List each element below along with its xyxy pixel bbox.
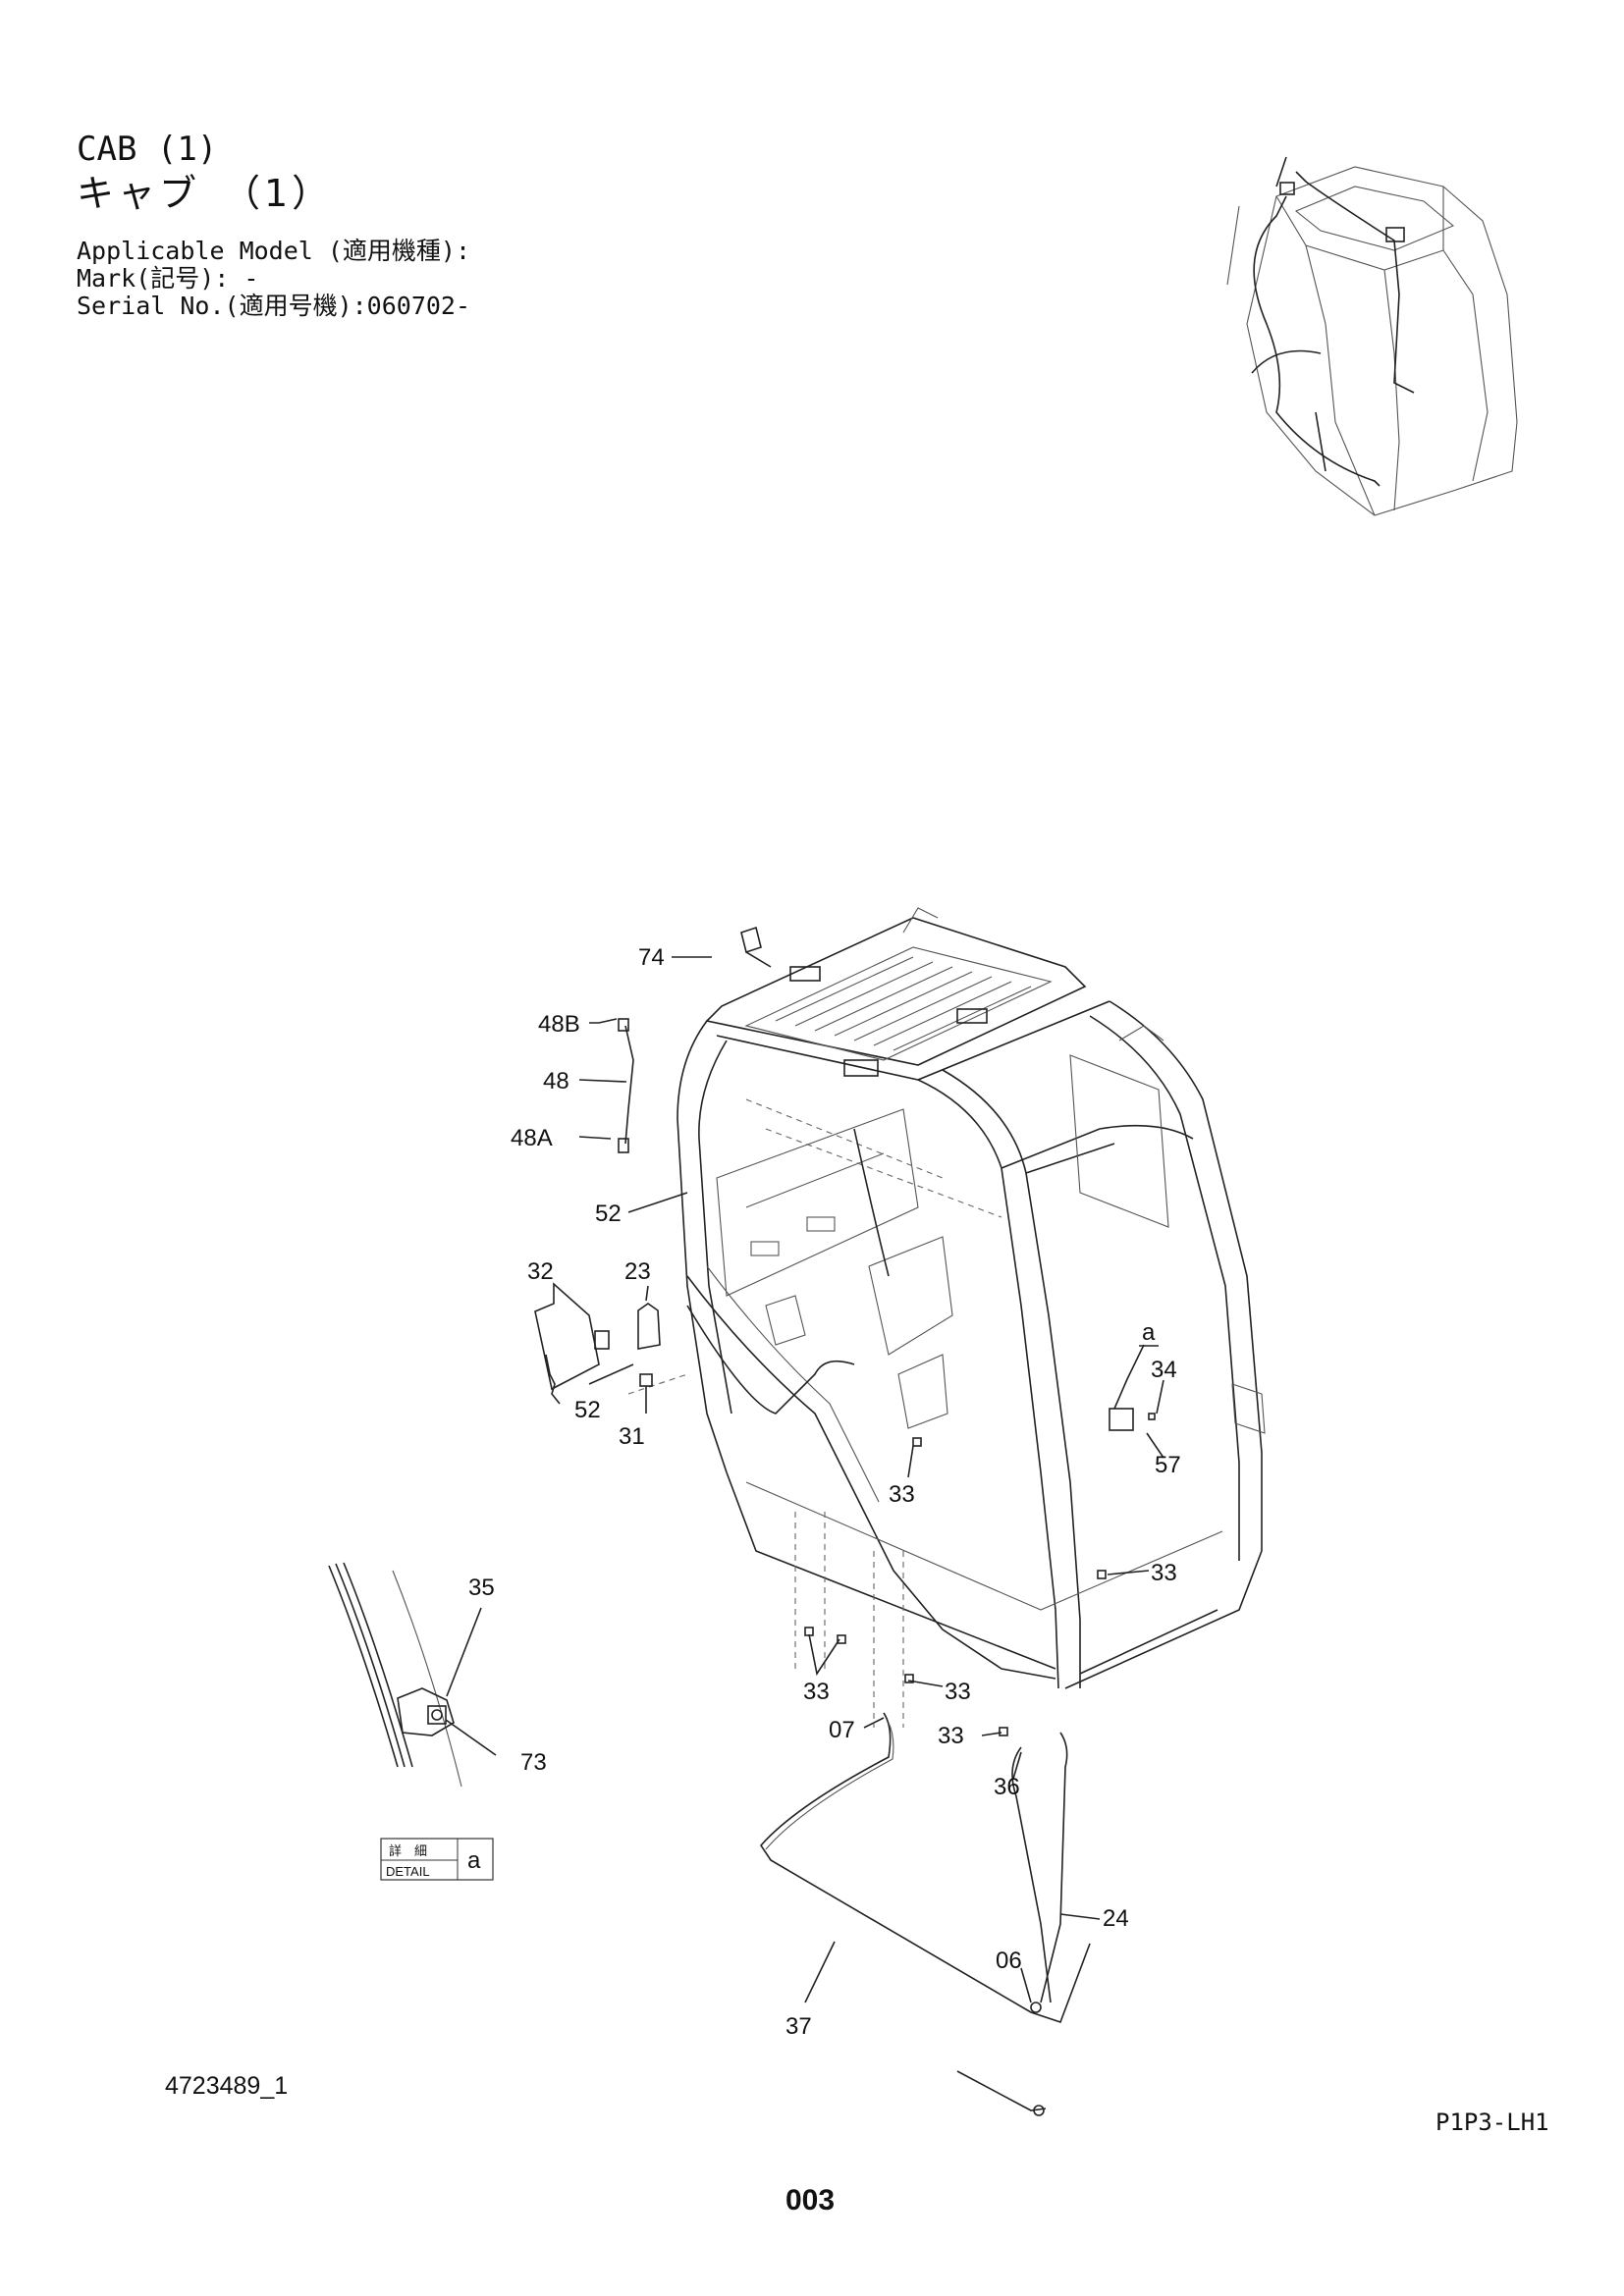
applicable-model: Applicable Model (適用機種):	[77, 237, 471, 265]
callout-33-right: 33	[1151, 1560, 1177, 1586]
callout-57: 57	[1155, 1452, 1181, 1478]
page-title-japanese: キャブ （1）	[77, 172, 334, 215]
callout-06: 06	[996, 1948, 1022, 1974]
harness-icon	[759, 1712, 1091, 2116]
callout-34: 34	[1151, 1357, 1177, 1383]
callout-48: 48	[543, 1068, 569, 1095]
callout-37: 37	[785, 2013, 812, 2040]
callout-33-bottom: 33	[938, 1723, 964, 1749]
callout-33: 33	[889, 1481, 915, 1508]
callout-07: 07	[829, 1717, 855, 1743]
callout-52: 52	[595, 1201, 622, 1227]
page-number: 003	[785, 2184, 836, 2216]
detail-a-label: 詳 細 DETAIL a	[380, 1838, 494, 1881]
callout-detail-a: a	[1142, 1319, 1156, 1346]
callout-74: 74	[638, 944, 665, 971]
callout-52-lower: 52	[574, 1397, 601, 1423]
callout-36: 36	[994, 1774, 1020, 1800]
callout-24: 24	[1103, 1905, 1129, 1932]
callout-48b: 48B	[538, 1011, 580, 1038]
page-code: P1P3-LH1	[1435, 2109, 1549, 2136]
callout-32: 32	[527, 1258, 554, 1285]
detail-a-icon	[328, 1562, 462, 1788]
serial-number: Serial No.(適用号機):060702-	[77, 292, 471, 320]
detail-label-ja: 詳 細	[389, 1843, 427, 1859]
callout-23: 23	[624, 1258, 651, 1285]
cab-thumbnail-icon	[1226, 156, 1518, 516]
callout-73: 73	[520, 1749, 547, 1776]
mark-field: Mark(記号): -	[77, 264, 259, 293]
cab-frame-icon	[627, 907, 1266, 1728]
callout-48a: 48A	[511, 1125, 553, 1151]
callout-33-center: 33	[945, 1679, 971, 1705]
detail-label-en: DETAIL	[386, 1864, 430, 1879]
callout-35: 35	[468, 1575, 495, 1601]
detail-letter: a	[467, 1847, 481, 1874]
drawing-number: 4723489_1	[165, 2072, 289, 2100]
callout-33-lower: 33	[803, 1679, 830, 1705]
page-title: CAB (1)	[77, 130, 218, 169]
callout-31: 31	[619, 1423, 645, 1450]
